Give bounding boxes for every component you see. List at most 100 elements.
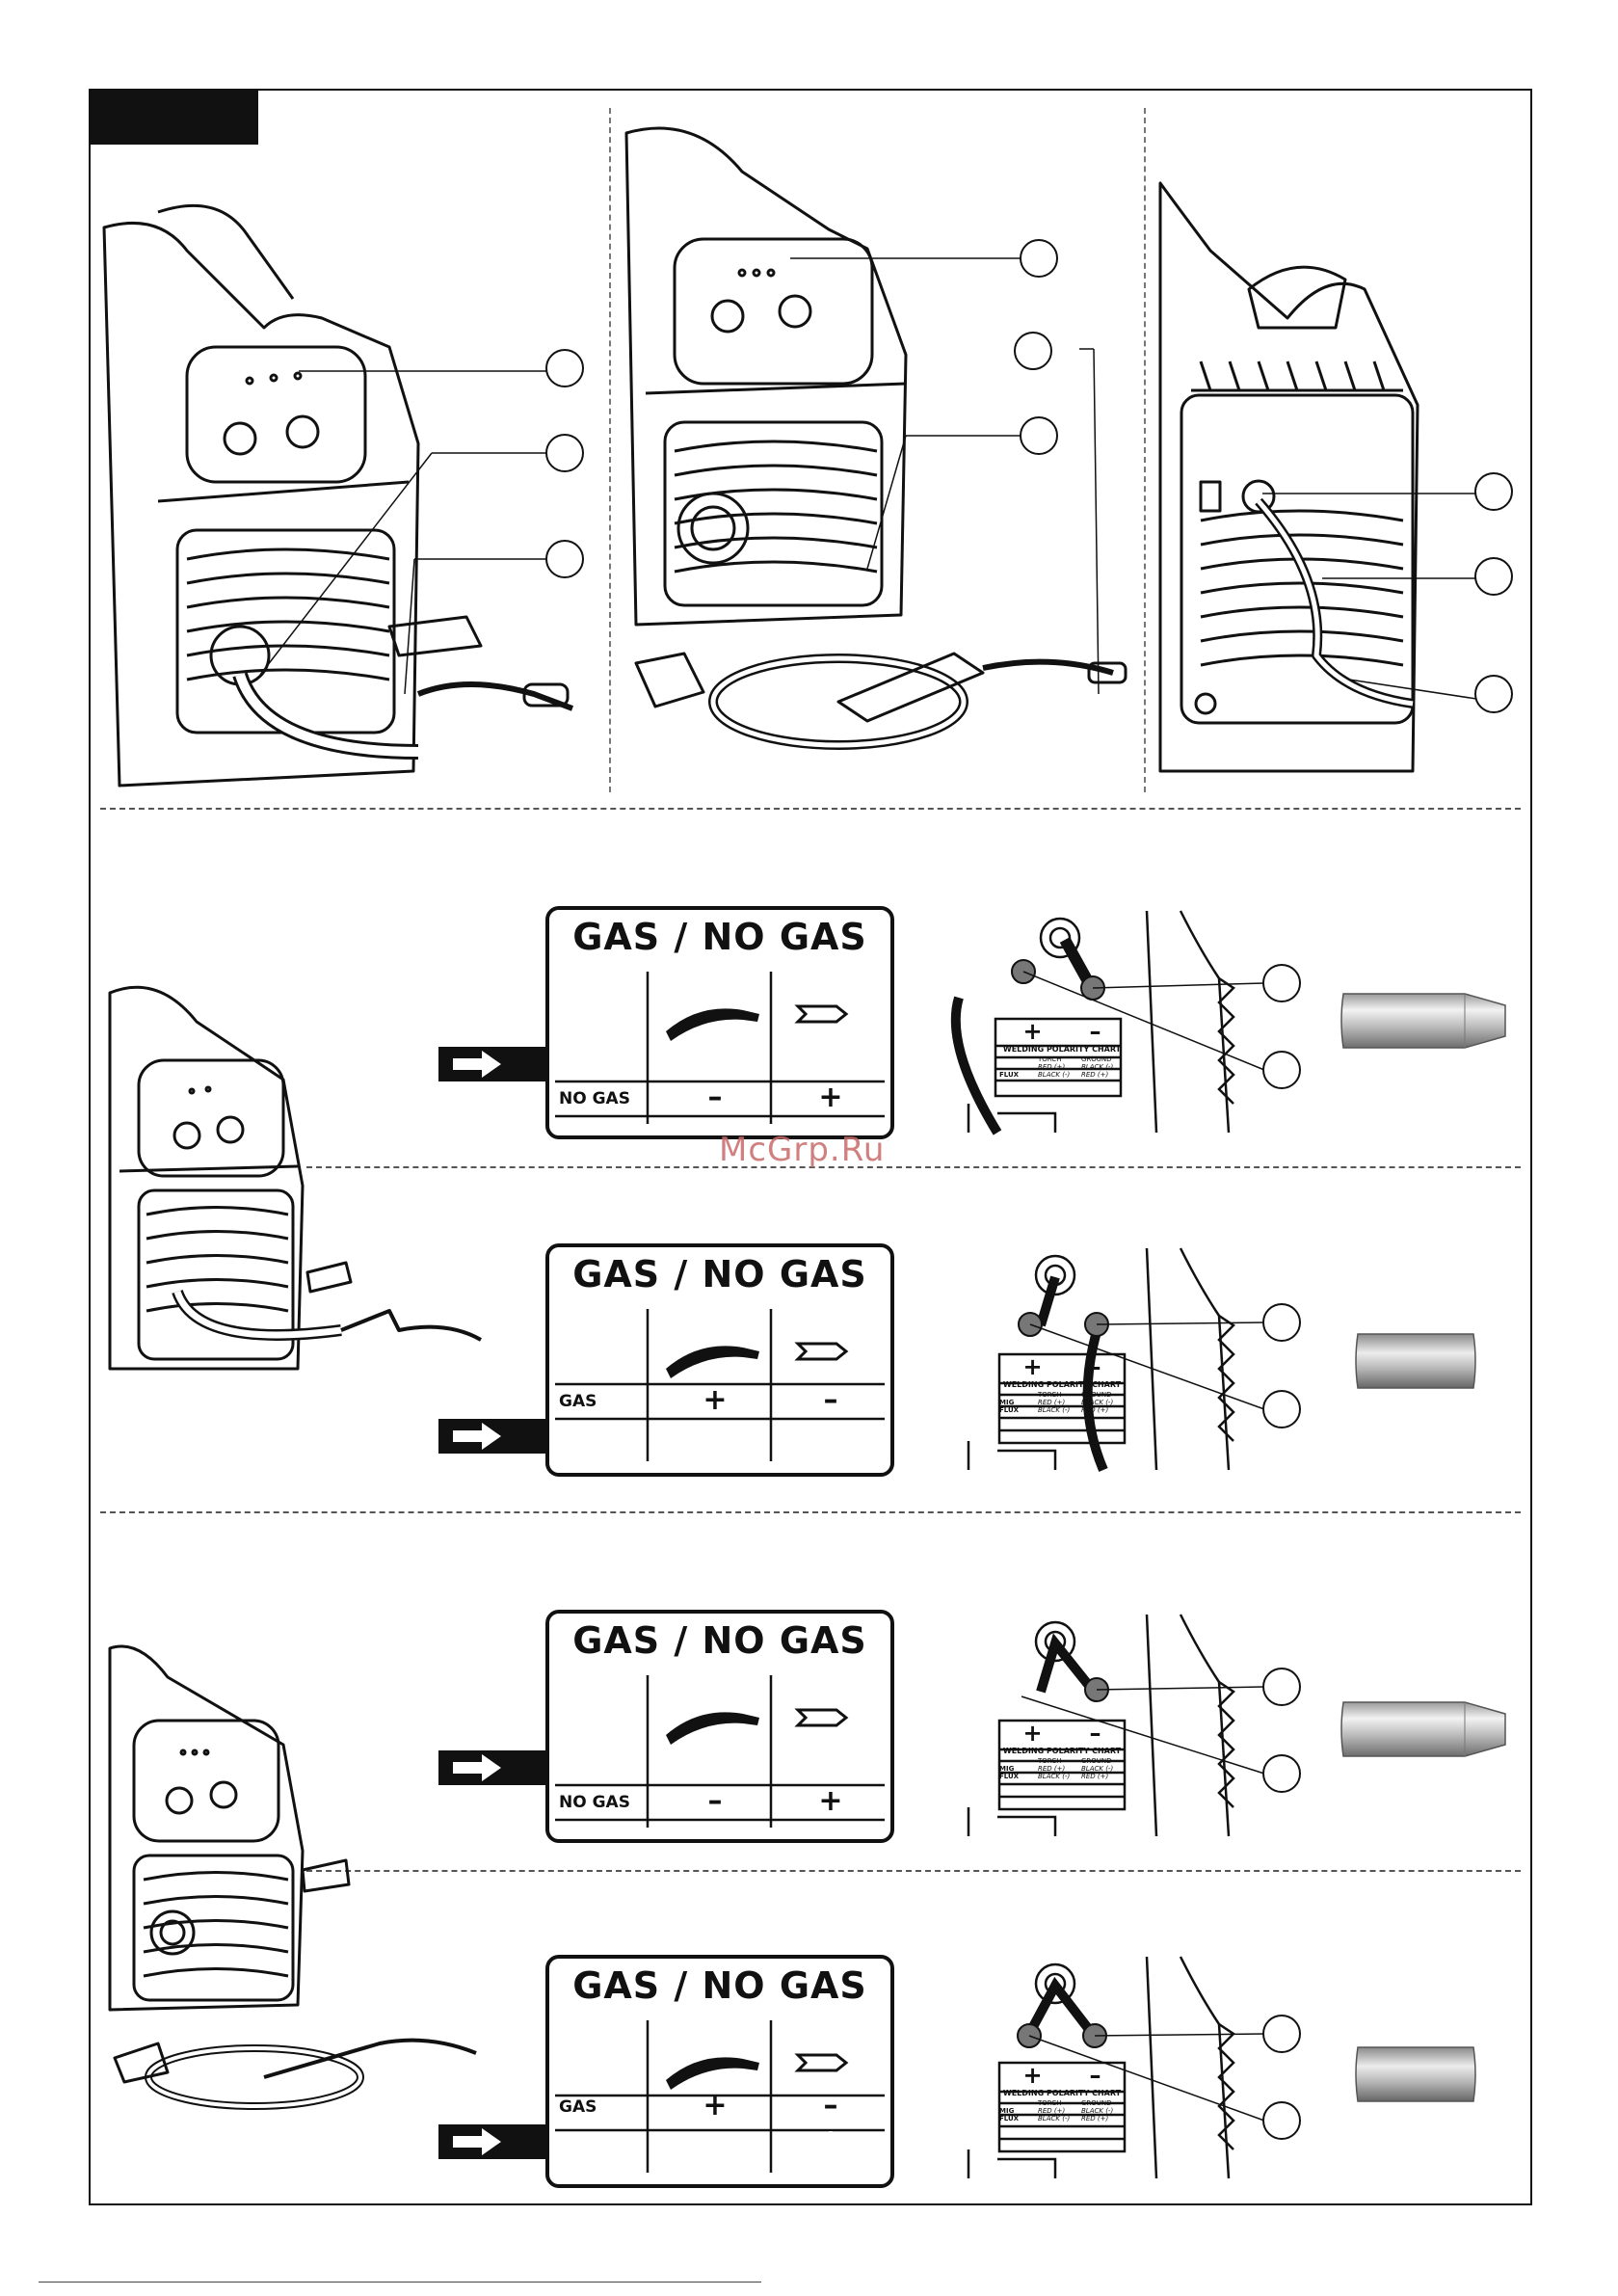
nozzle-straight-icon (1355, 2046, 1476, 2102)
chart-mig-torch: RED (+) (1038, 1063, 1066, 1071)
top-divider-left (609, 108, 611, 792)
chart-flux-torch: BLACK (-) (1038, 1406, 1071, 1414)
polarity-chart: + – WELDING POLARITY CHART TORCH GROUND … (999, 2063, 1125, 2122)
callout-circle (1262, 2101, 1301, 2140)
no-gas-ground-sign: + (818, 1081, 843, 1114)
chart-title: WELDING POLARITY CHART (1002, 1747, 1122, 1755)
chart-row-flux: FLUX (999, 1406, 1020, 1414)
chart-row-mig: MIG (999, 2107, 1015, 2115)
gas-ground-sign: – (823, 1749, 838, 1783)
chart-minus-sign: – (1089, 1720, 1101, 1747)
top-leader-lines (259, 257, 1477, 700)
torch-icon (666, 1008, 759, 1041)
chart-title: WELDING POLARITY CHART (1002, 1380, 1122, 1389)
chart-col-ground: GROUND (1081, 1391, 1112, 1399)
row-no-gas-label: NO GAS (559, 2132, 630, 2151)
no-gas-torch-sign: – (707, 2123, 723, 2157)
gas-ground-sign: – (823, 1046, 838, 1080)
chart-col-ground: GROUND (1081, 1757, 1112, 1765)
nozzle-straight-icon (1355, 1333, 1476, 1389)
chart-flux-ground: RED (+) (1081, 1773, 1109, 1780)
chart-row-mig: MIG (999, 1765, 1015, 1773)
ground-clamp-icon (794, 1708, 849, 1727)
callout-circle (545, 349, 584, 387)
gas-ground-sign: – (823, 1383, 838, 1417)
chart-flux-ground: RED (+) (1081, 1406, 1109, 1414)
row-gas-label: GAS (559, 1758, 597, 1777)
chart-mig-torch: RED (+) (1038, 1399, 1066, 1406)
gas-ground-sign: – (823, 2089, 838, 2122)
torch-icon (666, 2057, 759, 2090)
row-no-gas-label: NO GAS (559, 1427, 630, 1446)
chart-col-torch: TORCH (1038, 1757, 1062, 1765)
gas-torch-sign: + (703, 1383, 728, 1417)
chart-row-flux: FLUX (999, 1071, 1020, 1079)
row-divider-2 (306, 1870, 1521, 1872)
ground-clamp-icon (794, 1004, 849, 1024)
callout-circle (545, 540, 584, 578)
chart-flux-torch: BLACK (-) (1038, 2115, 1071, 2122)
section-tab (89, 89, 258, 145)
no-gas-torch-sign: – (707, 1081, 723, 1114)
chart-flux-ground: RED (+) (1081, 2115, 1109, 2122)
row-gas-label: GAS (559, 1392, 597, 1411)
top-divider-right (1144, 108, 1146, 792)
chart-col-ground: GROUND (1081, 2099, 1112, 2107)
torch-icon (666, 1712, 759, 1745)
page-frame (89, 89, 1532, 2205)
chart-minus-sign: – (1089, 1018, 1101, 1045)
callout-circle (1014, 332, 1052, 370)
chart-plus-sign: + (1022, 1720, 1043, 1747)
chart-minus-sign: – (1089, 1353, 1101, 1380)
section-divider-1 (100, 808, 1521, 810)
callout-circle (1020, 416, 1058, 455)
chart-title: WELDING POLARITY CHART (1002, 2089, 1122, 2097)
gas-torch-sign: + (703, 1046, 728, 1080)
callout-circle (1262, 1051, 1301, 1089)
chart-mig-torch: RED (+) (1038, 2107, 1066, 2115)
no-gas-ground-sign: + (818, 1784, 843, 1818)
chart-flux-ground: RED (+) (1081, 1071, 1109, 1079)
chart-row-flux: FLUX (999, 2115, 1020, 2122)
chart-plus-sign: + (1022, 2062, 1043, 2089)
chart-col-torch: TORCH (1038, 1391, 1062, 1399)
callout-circle (1262, 2015, 1301, 2053)
chart-row-flux: FLUX (999, 1773, 1020, 1780)
nozzle-tapered-icon (1340, 1701, 1506, 1757)
welder-back-illustration (1158, 181, 1419, 773)
callout-circle (1262, 1303, 1301, 1342)
callout-circle (1262, 1390, 1301, 1428)
polarity-chart: + – WELDING POLARITY CHART TORCH GROUND … (999, 1721, 1125, 1780)
gas-torch-sign: + (703, 2089, 728, 2122)
chart-flux-torch: BLACK (-) (1038, 1071, 1071, 1079)
row-gas-label: GAS (559, 2097, 597, 2117)
chart-mig-ground: BLACK (-) (1081, 1765, 1114, 1773)
callout-circle (1020, 239, 1058, 278)
callout-circle (1474, 557, 1513, 596)
label-title: GAS / NO GAS (572, 1964, 867, 2007)
chart-col-torch: TORCH (1038, 1055, 1062, 1063)
footer-rule (39, 2282, 761, 2283)
section-divider-2 (100, 1511, 1521, 1513)
no-gas-ground-sign: + (818, 1418, 843, 1452)
watermark: McGrp.Ru (719, 1131, 886, 1169)
no-gas-ground-sign: + (818, 2123, 843, 2157)
torch-icon (666, 1346, 759, 1378)
row-gas-label: GAS (559, 1055, 597, 1074)
ground-clamp-icon (794, 2053, 849, 2072)
callout-circle (545, 434, 584, 472)
callout-circle (1262, 1668, 1301, 1706)
label-title: GAS / NO GAS (572, 916, 867, 958)
chart-row-mig: MIG (999, 1399, 1015, 1406)
label-title: GAS / NO GAS (572, 1253, 867, 1295)
chart-col-torch: TORCH (1038, 2099, 1062, 2107)
row-no-gas-label: NO GAS (559, 1089, 630, 1108)
label-title: GAS / NO GAS (572, 1619, 867, 1662)
welder-side-illustration-2 (108, 1644, 477, 2110)
welder-front-with-torch-illustration (624, 126, 1127, 750)
no-gas-torch-sign: – (707, 1784, 723, 1818)
chart-plus-sign: + (1022, 1353, 1043, 1380)
no-gas-torch-sign: – (707, 1418, 723, 1452)
